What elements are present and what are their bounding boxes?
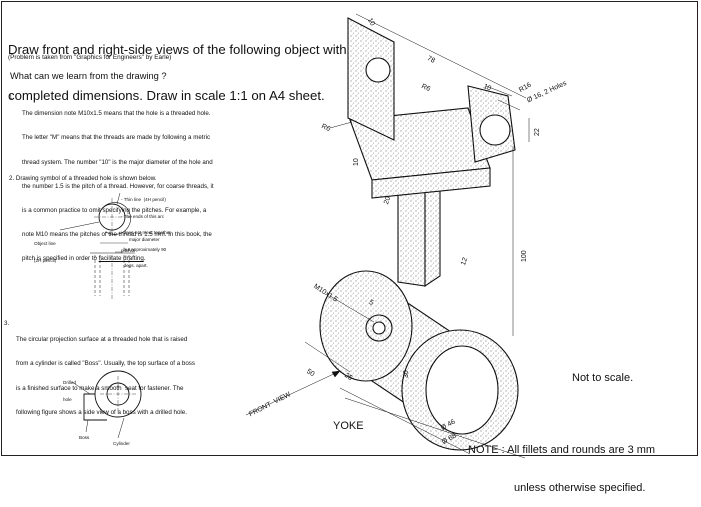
note3-text: The circular projection surface at a thr… xyxy=(16,320,195,425)
dim-100: 100 xyxy=(521,250,528,262)
dim-line-46 xyxy=(339,387,471,455)
note3-line: following figure shows a side view of a … xyxy=(16,408,187,416)
note3-line: The circular projection surface at a thr… xyxy=(16,336,188,344)
object-line-label-2: (2H pencil) xyxy=(34,257,57,263)
cylinder-leader xyxy=(117,417,125,439)
learn-heading: What can we learn from the drawing ? xyxy=(10,71,167,81)
drawing-frame xyxy=(1,1,698,456)
boss-sketch xyxy=(71,370,142,439)
drilled-leader xyxy=(71,381,91,395)
scale-note: Not to scale. xyxy=(572,372,634,384)
part-name: YOKE xyxy=(333,420,364,432)
dim-22: 22 xyxy=(534,128,541,136)
problem-title: Draw front and right-side views of the f… xyxy=(8,12,358,118)
note1-line: thread system. The number "10" is the ma… xyxy=(22,158,213,166)
major-diameter-label: major diameter xyxy=(129,237,160,242)
object-line-leader xyxy=(59,221,100,231)
drilled-hole-circle xyxy=(106,382,130,406)
front-view-arrowhead xyxy=(331,370,341,378)
note1-line: The letter "M" means that the threads ar… xyxy=(22,134,211,142)
general-note: NOTE : All fillets and rounds are 3 mm u… xyxy=(468,419,655,507)
r16-leader xyxy=(497,99,521,111)
object-line-label-1: Object line xyxy=(34,241,56,246)
note1-last-suffix: . xyxy=(143,255,146,263)
general-note-line-1: NOTE : All fillets and rounds are 3 mm xyxy=(468,444,656,457)
r6-left-leader xyxy=(329,121,353,129)
callout-leader xyxy=(116,192,121,205)
boss-hole xyxy=(372,321,386,335)
note3-line: from a cylinder is called "Boss". Usuall… xyxy=(16,360,195,368)
boss-label: Boss xyxy=(79,435,90,440)
callout-line: but approximately 90 xyxy=(121,246,167,252)
drilled-hole-label-2: hole xyxy=(63,396,72,402)
note1-last-prefix: pitch is specified in order to xyxy=(22,255,99,263)
front-view-arrow xyxy=(245,370,341,416)
arm-front xyxy=(371,167,491,199)
title-line-2: completed dimensions. Draw in scale 1:1 … xyxy=(8,87,325,103)
dim-line-50 xyxy=(304,341,351,373)
yoke-isometric xyxy=(319,17,519,451)
source-note: (Problem is taken from "Graphics for Eng… xyxy=(8,54,172,61)
thread-thin-arc xyxy=(100,202,131,235)
right-lug-hole xyxy=(479,114,511,146)
thin-line-callout: - Thin line (4H pencil) - The ends of th… xyxy=(121,186,171,274)
note3-number: 3. xyxy=(4,320,10,327)
thread-symbol-sketch xyxy=(59,192,135,300)
dim-line-68 xyxy=(344,397,526,459)
dim-line-10-right xyxy=(485,85,513,97)
boss-leader xyxy=(85,419,89,433)
left-lug-hole xyxy=(365,57,391,83)
dimension-lines xyxy=(245,13,530,459)
cylinder-bore xyxy=(425,345,499,435)
dim-line-78 xyxy=(355,13,527,99)
drawing-graphics xyxy=(59,13,530,459)
note1-line: the number 1.5 is the pitch of a thread.… xyxy=(22,182,214,190)
cylinder-label: Cylinder xyxy=(113,441,130,446)
pitch-label: pitch/2 xyxy=(121,248,135,253)
dim-30: 30 xyxy=(403,370,410,378)
object-line-label: Object line (2H pencil) xyxy=(34,230,56,269)
callout-line: - The ends of this arc xyxy=(121,213,165,219)
note3-line: is a finished surface to make a smooth s… xyxy=(16,384,184,392)
drilled-hole-label-1: Drilled xyxy=(63,380,77,385)
note2-heading: 2. Drawing symbol of a threaded hole is … xyxy=(9,175,157,182)
note1-number: 1. xyxy=(9,94,15,101)
callout-line: - Thin line (4H pencil) xyxy=(121,197,166,202)
boss-profile xyxy=(83,393,107,421)
thread-leader xyxy=(329,295,375,323)
note1-line: The dimension note M10x1.5 means that th… xyxy=(22,110,211,118)
general-note-line-2: unless otherwise specified. xyxy=(514,482,646,495)
note1-underlined: facilitate drafting xyxy=(98,255,144,263)
drilled-hole-label: Drilled hole xyxy=(63,369,76,408)
dim-10-web: 10 xyxy=(353,158,360,166)
callout-line: does not meet together xyxy=(121,230,171,235)
title-line-1: Draw front and right-side views of the f… xyxy=(8,42,358,58)
note1-line: is a common practice to omit specifying … xyxy=(22,206,207,214)
note1-last-line: pitch is specified in order to facilitat… xyxy=(22,255,214,263)
